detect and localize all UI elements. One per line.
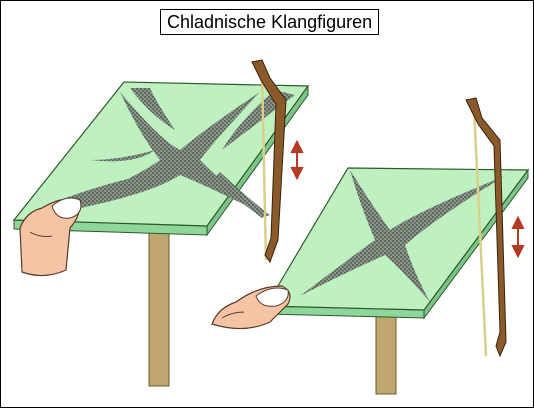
vibration-arrow-icon <box>292 142 302 178</box>
figure-title: Chladnische Klangfiguren <box>160 9 379 35</box>
right-stand <box>376 312 396 394</box>
right-finger <box>212 286 290 329</box>
left-stand <box>149 226 169 386</box>
vibration-arrow-icon <box>513 218 523 256</box>
